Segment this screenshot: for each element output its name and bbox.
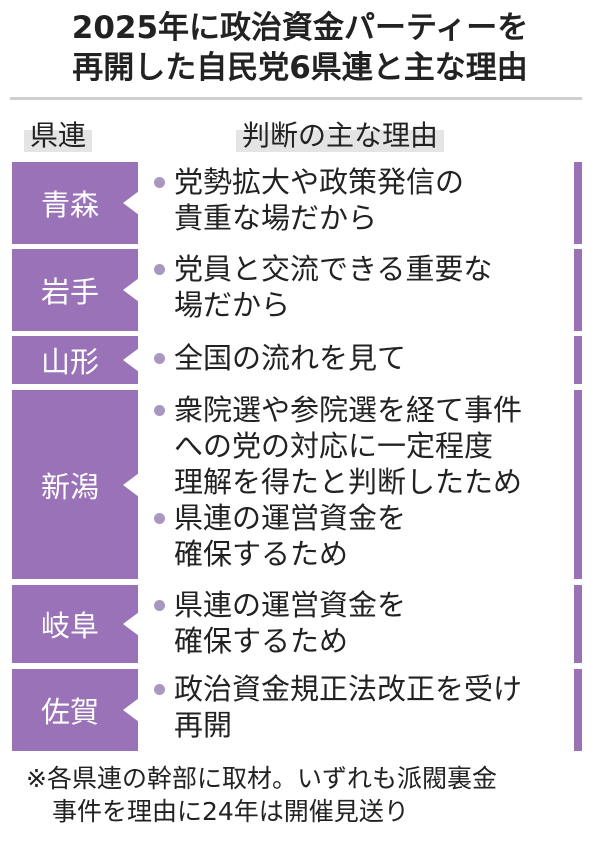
reason-item: 全国の流れを見て [152,340,568,376]
table-row: 青森 党勢拡大や政策発信の貴重な場だから [12,162,582,244]
footnote: ※各県連の幹部に取材。いずれも派閥裏金 事件を理由に24年は開催見送り [26,762,497,828]
reason-list: 党勢拡大や政策発信の貴重な場だから [152,164,568,236]
header-reason-label: 判断の主な理由 [242,119,439,152]
reason-list: 政治資金規正法改正を受け再開 [152,671,568,743]
bullet-icon [154,353,165,364]
prefecture-box: 岩手 [12,249,139,331]
reason-line: 全国の流れを見て [174,341,407,375]
reason-line: 党勢拡大や政策発信の [174,165,465,199]
prefecture-box: 新潟 [12,390,139,579]
title-divider [10,97,582,100]
title-line-1: 2025年に政治資金パーティーを [71,10,529,46]
bullet-icon [154,513,165,524]
table-row: 新潟 衆院選や参院選を経て事件への党の対応に一定程度理解を得たと判断したため県連の… [12,390,582,579]
pointer-notch [123,191,139,215]
title-line-2: 再開した自民党6県連と主な理由 [72,50,528,86]
reason-line: 衆院選や参院選を経て事件 [174,393,523,427]
reason-line: 貴重な場だから [174,201,378,235]
prefecture-label: 山形 [40,345,99,379]
bullet-icon [154,177,165,188]
bullet-icon [154,684,165,695]
table-row: 岐阜 県連の運営資金を確保するため [12,585,582,663]
prefecture-box: 山形 [12,336,139,384]
footnote-line-2: 事件を理由に24年は開催見送り [52,797,409,826]
pointer-notch [123,612,139,636]
row-accent-bar [574,336,582,384]
reason-line: 県連の運営資金を [174,588,407,622]
header-reason: 判断の主な理由 [236,118,445,154]
prefecture-box: 青森 [12,162,139,244]
footnote-line-1: ※各県連の幹部に取材。いずれも派閥裏金 [26,764,497,793]
row-accent-bar [574,669,582,751]
reason-item: 党員と交流できる重要な場だから [152,251,568,323]
prefecture-box: 佐賀 [12,669,139,751]
table-row: 佐賀 政治資金規正法改正を受け再開 [12,669,582,751]
bullet-icon [154,600,165,611]
reason-line: 確保するため [174,624,349,658]
row-accent-bar [574,162,582,244]
pointer-notch [123,278,139,302]
reason-item: 衆院選や参院選を経て事件への党の対応に一定程度理解を得たと判断したため [152,392,568,500]
prefecture-box: 岐阜 [12,585,139,663]
prefecture-label: 新潟 [40,469,99,504]
reason-line: 政治資金規正法改正を受け [174,672,523,706]
pointer-notch [123,698,139,722]
bullet-icon [154,264,165,275]
header-prefecture: 県連 [24,118,93,154]
row-accent-bar [574,249,582,331]
reason-line: 党員と交流できる重要な [174,252,493,286]
pointer-notch [123,472,139,497]
prefecture-label: 岩手 [40,275,99,309]
prefecture-label: 青森 [40,188,99,222]
prefecture-label: 岐阜 [40,609,99,643]
table-row: 山形 全国の流れを見て [12,336,582,384]
row-accent-bar [574,390,582,579]
prefecture-label: 佐賀 [40,695,99,729]
header-prefecture-label: 県連 [30,119,87,152]
reason-item: 政治資金規正法改正を受け再開 [152,671,568,743]
page-title: 2025年に政治資金パーティーを 再開した自民党6県連と主な理由 [0,8,600,88]
bullet-icon [154,405,165,416]
reason-item: 県連の運営資金を確保するため [152,587,568,659]
reason-line: 県連の運営資金を [174,501,407,535]
reason-list: 県連の運営資金を確保するため [152,587,568,659]
reason-line: への党の対応に一定程度 [174,429,494,463]
reason-list: 衆院選や参院選を経て事件への党の対応に一定程度理解を得たと判断したため県連の運営… [152,392,568,572]
reason-line: 場だから [174,288,291,322]
reason-item: 県連の運営資金を確保するため [152,500,568,572]
row-accent-bar [574,585,582,663]
reason-line: 確保するため [174,537,349,571]
reason-list: 党員と交流できる重要な場だから [152,251,568,323]
table-row: 岩手 党員と交流できる重要な場だから [12,249,582,331]
pointer-notch [123,348,139,372]
reason-item: 党勢拡大や政策発信の貴重な場だから [152,164,568,236]
reason-line: 再開 [174,708,233,742]
reason-list: 全国の流れを見て [152,340,568,376]
reason-line: 理解を得たと判断したため [174,465,523,499]
